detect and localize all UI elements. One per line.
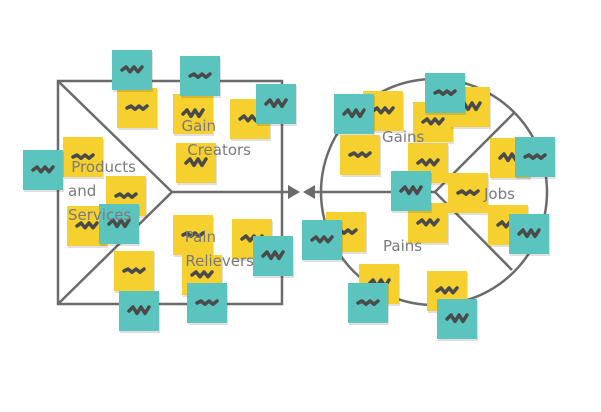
- label-services: Services: [68, 206, 131, 224]
- scribble: [264, 98, 288, 109]
- sticky-note-yellow[interactable]: [340, 135, 381, 177]
- sticky-note-teal[interactable]: [302, 220, 343, 262]
- scribble: [127, 305, 151, 316]
- sticky-note-teal[interactable]: [334, 94, 375, 136]
- sticky-note-yellow[interactable]: [176, 143, 217, 185]
- label-jobs: Jobs: [483, 185, 515, 203]
- scribble: [125, 104, 149, 111]
- sticky-note-yellow[interactable]: [173, 94, 214, 136]
- scribble: [523, 153, 547, 160]
- scribble: [399, 185, 423, 196]
- scribble: [371, 106, 395, 115]
- scribble: [356, 299, 380, 306]
- label-gain: Gain: [182, 117, 217, 135]
- sticky-note-teal[interactable]: [187, 283, 228, 325]
- sticky-note-yellow[interactable]: [413, 102, 454, 144]
- scribble: [310, 235, 334, 244]
- sticky-note-teal[interactable]: [112, 50, 153, 92]
- scribble: [433, 89, 457, 96]
- label-creators: Creators: [187, 141, 251, 159]
- scribble: [188, 72, 212, 79]
- scribble: [517, 228, 541, 239]
- sticky-note-teal[interactable]: [425, 73, 466, 115]
- sticky-note-teal[interactable]: [253, 236, 294, 278]
- sticky-note-yellow[interactable]: [173, 215, 214, 257]
- sticky-note-teal[interactable]: [23, 150, 64, 192]
- arrow-left-icon: [303, 185, 315, 199]
- scribble: [75, 221, 99, 230]
- scribble: [107, 218, 131, 229]
- scribble: [195, 299, 219, 306]
- label-gains: Gains: [382, 128, 424, 146]
- scribble: [416, 218, 440, 227]
- scribble: [190, 270, 214, 279]
- scribble: [122, 267, 146, 274]
- scribble: [421, 117, 445, 126]
- sticky-note-teal[interactable]: [437, 299, 478, 341]
- scribble: [348, 151, 372, 158]
- label-pains: Pains: [383, 237, 422, 255]
- sticky-note-teal[interactable]: [180, 56, 221, 98]
- label-products: Products: [71, 158, 136, 176]
- sticky-note-yellow[interactable]: [114, 251, 155, 293]
- scribble: [456, 189, 480, 196]
- sticky-note-teal[interactable]: [391, 171, 432, 213]
- label-pain: Pain: [185, 228, 216, 246]
- scribble: [71, 153, 95, 160]
- label-relievers: Relievers: [185, 252, 254, 270]
- scribble: [261, 250, 285, 261]
- sticky-note-yellow[interactable]: [117, 88, 158, 130]
- scribble: [184, 157, 208, 168]
- scribble: [114, 192, 138, 199]
- scribble: [31, 165, 55, 174]
- sticky-note-yellow[interactable]: [63, 137, 104, 179]
- arrow-right-icon: [288, 185, 300, 199]
- sticky-note-teal[interactable]: [99, 204, 140, 246]
- sticky-note-yellow[interactable]: [448, 173, 489, 215]
- scribble: [416, 158, 440, 167]
- label-and: and: [68, 182, 96, 200]
- scribble: [181, 108, 205, 119]
- scribble: [435, 286, 459, 295]
- sticky-note-teal[interactable]: [348, 283, 389, 325]
- sticky-note-teal[interactable]: [256, 84, 297, 126]
- scribble: [342, 108, 366, 119]
- sticky-note-teal[interactable]: [119, 291, 160, 333]
- scribble: [445, 313, 469, 324]
- sticky-note-teal[interactable]: [509, 214, 550, 256]
- scribble: [120, 65, 144, 74]
- sticky-note-teal[interactable]: [515, 137, 556, 179]
- scribble: [181, 231, 205, 238]
